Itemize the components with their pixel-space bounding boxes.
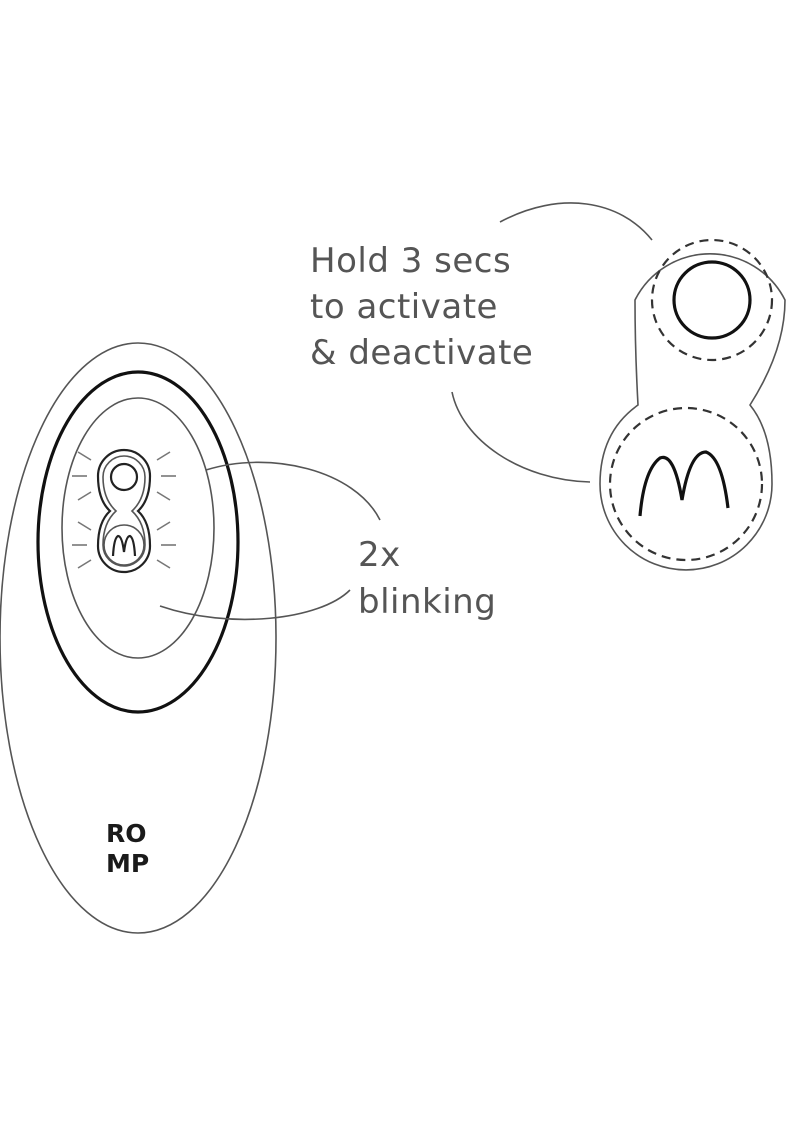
remote-button-capsule-inner — [102, 455, 146, 567]
hold-leader-line-lower — [451, 391, 591, 483]
power-button-icon — [672, 260, 752, 340]
blink-leader-line — [205, 461, 381, 521]
remote-control: RO MP — [0, 342, 277, 934]
blink-annotation-line1: 2x — [358, 535, 401, 575]
remote-control-panel-outer — [36, 370, 240, 714]
m-mode-button-icon — [638, 450, 730, 517]
hold-leader-line-upper — [499, 202, 653, 241]
remote-body — [0, 342, 277, 934]
remote-logo-line2: MP — [106, 849, 149, 878]
mode-button-dashed-ring — [608, 406, 764, 562]
remote-button-capsule — [96, 448, 152, 574]
power-button-dashed-ring — [650, 238, 774, 362]
remote-mode-button-ring — [103, 524, 145, 566]
remote-power-icon — [109, 462, 139, 492]
blink-rays — [72, 451, 176, 569]
blink-leader-line-lower — [159, 589, 351, 621]
hold-annotation-line3: & deactivate — [310, 333, 533, 373]
hold-annotation-line1: Hold 3 secs — [310, 241, 511, 281]
remote-m-icon — [111, 534, 137, 557]
remote-logo-line1: RO — [106, 819, 147, 848]
remote-control-panel-inner — [61, 397, 215, 659]
button-detail — [599, 238, 786, 571]
blink-annotation-line2: blinking — [358, 582, 496, 622]
hold-annotation-line2: to activate — [310, 287, 498, 327]
button-detail-outline — [599, 253, 786, 571]
